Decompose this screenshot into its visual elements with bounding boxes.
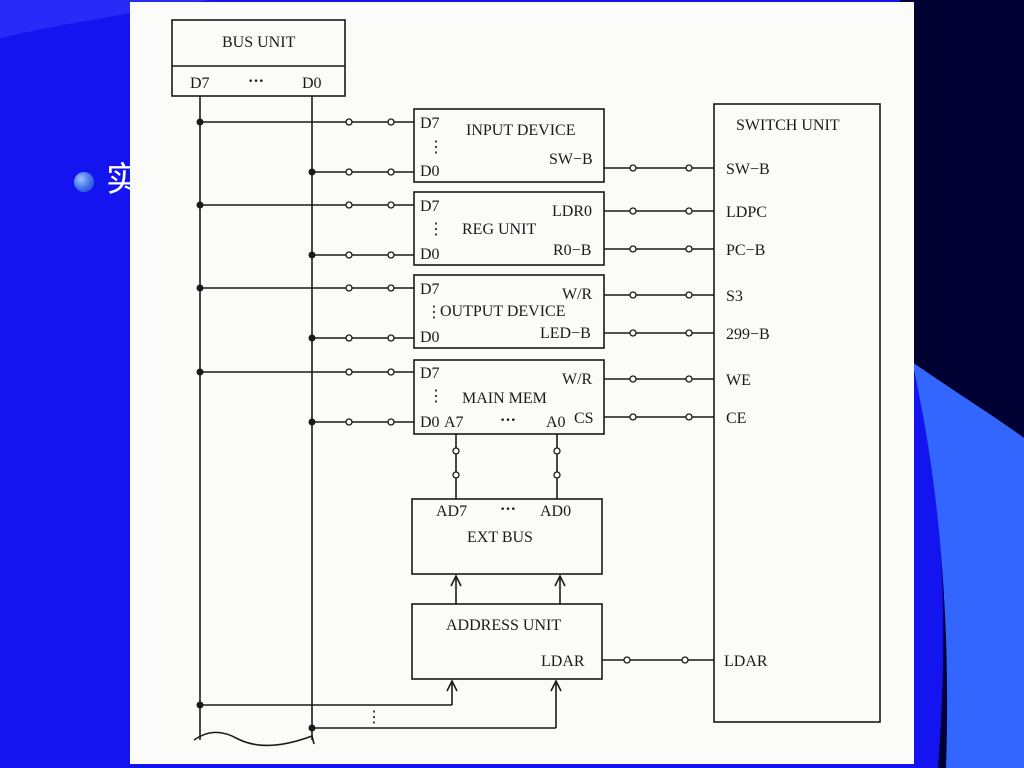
address-unit-title: ADDRESS UNIT [446,617,561,634]
ext-bus-ad0-label: AD0 [540,503,571,520]
address-to-extbus-arrows [450,574,566,604]
switch-pc-b-label: PC−B [726,242,765,259]
output-d0-label: D0 [420,329,440,346]
r0-b-signal [604,245,714,253]
switch-sw-b-label: SW−B [726,161,770,178]
mem-a0-label: A0 [546,414,566,431]
switch-ldar-label: LDAR [724,653,768,670]
d0-reg-connection [308,251,414,259]
mem-d0-label: D0 [420,414,440,431]
output-led-b-label: LED−B [540,325,591,342]
output-device-title: OUTPUT DEVICE [440,303,565,320]
mem-w-r-signal [604,375,714,383]
output-vdots: ⋮ [426,304,442,321]
input-device-box [413,108,605,183]
reg-unit-box [413,191,605,266]
slide-bullet-text: 实 [106,160,132,200]
switch-we-label: WE [726,372,751,389]
input-vdots: ⋮ [428,139,444,156]
mem-address-dots: ··· [500,412,516,429]
ext-bus-dots: ··· [500,501,516,518]
reg-ldr0-label: LDR0 [552,203,592,220]
d7-output-connection [196,284,414,292]
main-mem-title: MAIN MEM [462,390,547,407]
bus-unit-dots: ··· [248,73,264,90]
address-unit-ldar-label: LDAR [541,653,585,670]
output-d7-label: D7 [420,281,440,298]
address-unit-box [411,603,603,680]
reg-d7-label: D7 [420,198,440,215]
switch-s3-label: S3 [726,288,743,305]
switch-ldpc-label: LDPC [726,204,767,221]
main-mem-box [413,359,605,435]
mem-w-r-label: W/R [562,371,593,388]
output-w-r-label: W/R [562,286,593,303]
d0-mem-connection [308,418,414,426]
mem-cs-label: CS [574,410,594,427]
ext-bus-title: EXT BUS [467,529,533,546]
reg-r0-b-label: R0−B [553,242,591,259]
bus-break [193,731,315,747]
circuit-diagram: BUS UNIT D7 ··· D0 D7 ⋮ INPUT DEVICE D0 … [171,19,881,747]
ldar-signal [602,656,714,664]
ext-bus-box [411,498,603,575]
reg-vdots: ⋮ [428,221,444,238]
sw-b-signal [604,164,714,172]
switch-unit-title: SWITCH UNIT [736,117,840,134]
bus-unit-d0-label: D0 [302,75,322,92]
bus-to-address-feed [196,679,562,732]
bullet-icon [74,172,94,192]
circuit-diagram-image: BUS UNIT D7 ··· D0 D7 ⋮ INPUT DEVICE D0 … [130,2,914,764]
input-d0-label: D0 [420,163,440,180]
input-device-title: INPUT DEVICE [466,122,575,139]
ldr0-signal [604,207,714,215]
bus-unit-d7-label: D7 [190,75,210,92]
a7-ad7-link [452,434,460,499]
d0-input-connection [308,168,414,176]
reg-d0-label: D0 [420,246,440,263]
output-w-r-signal [604,291,714,299]
output-device-box [413,274,605,349]
mem-d7-label: D7 [420,365,440,382]
switch-unit-box [713,103,881,723]
cs-signal [604,413,714,421]
d0-output-connection [308,334,414,342]
mem-vdots: ⋮ [428,388,444,405]
bus-unit-box [171,19,346,97]
a0-ad0-link [553,434,561,499]
ext-bus-ad7-label: AD7 [436,503,467,520]
bus-vdots: ⋮ [366,709,382,726]
mem-a7-label: A7 [444,414,464,431]
bus-unit-title: BUS UNIT [222,34,296,51]
d7-input-connection [196,118,414,126]
switch-ce-label: CE [726,410,746,427]
d7-mem-connection [196,368,414,376]
input-sw-b-label: SW−B [549,151,593,168]
input-d7-label: D7 [420,115,440,132]
led-b-signal [604,329,714,337]
d7-reg-connection [196,201,414,209]
switch-299-b-label: 299−B [726,326,770,343]
reg-unit-title: REG UNIT [462,221,536,238]
